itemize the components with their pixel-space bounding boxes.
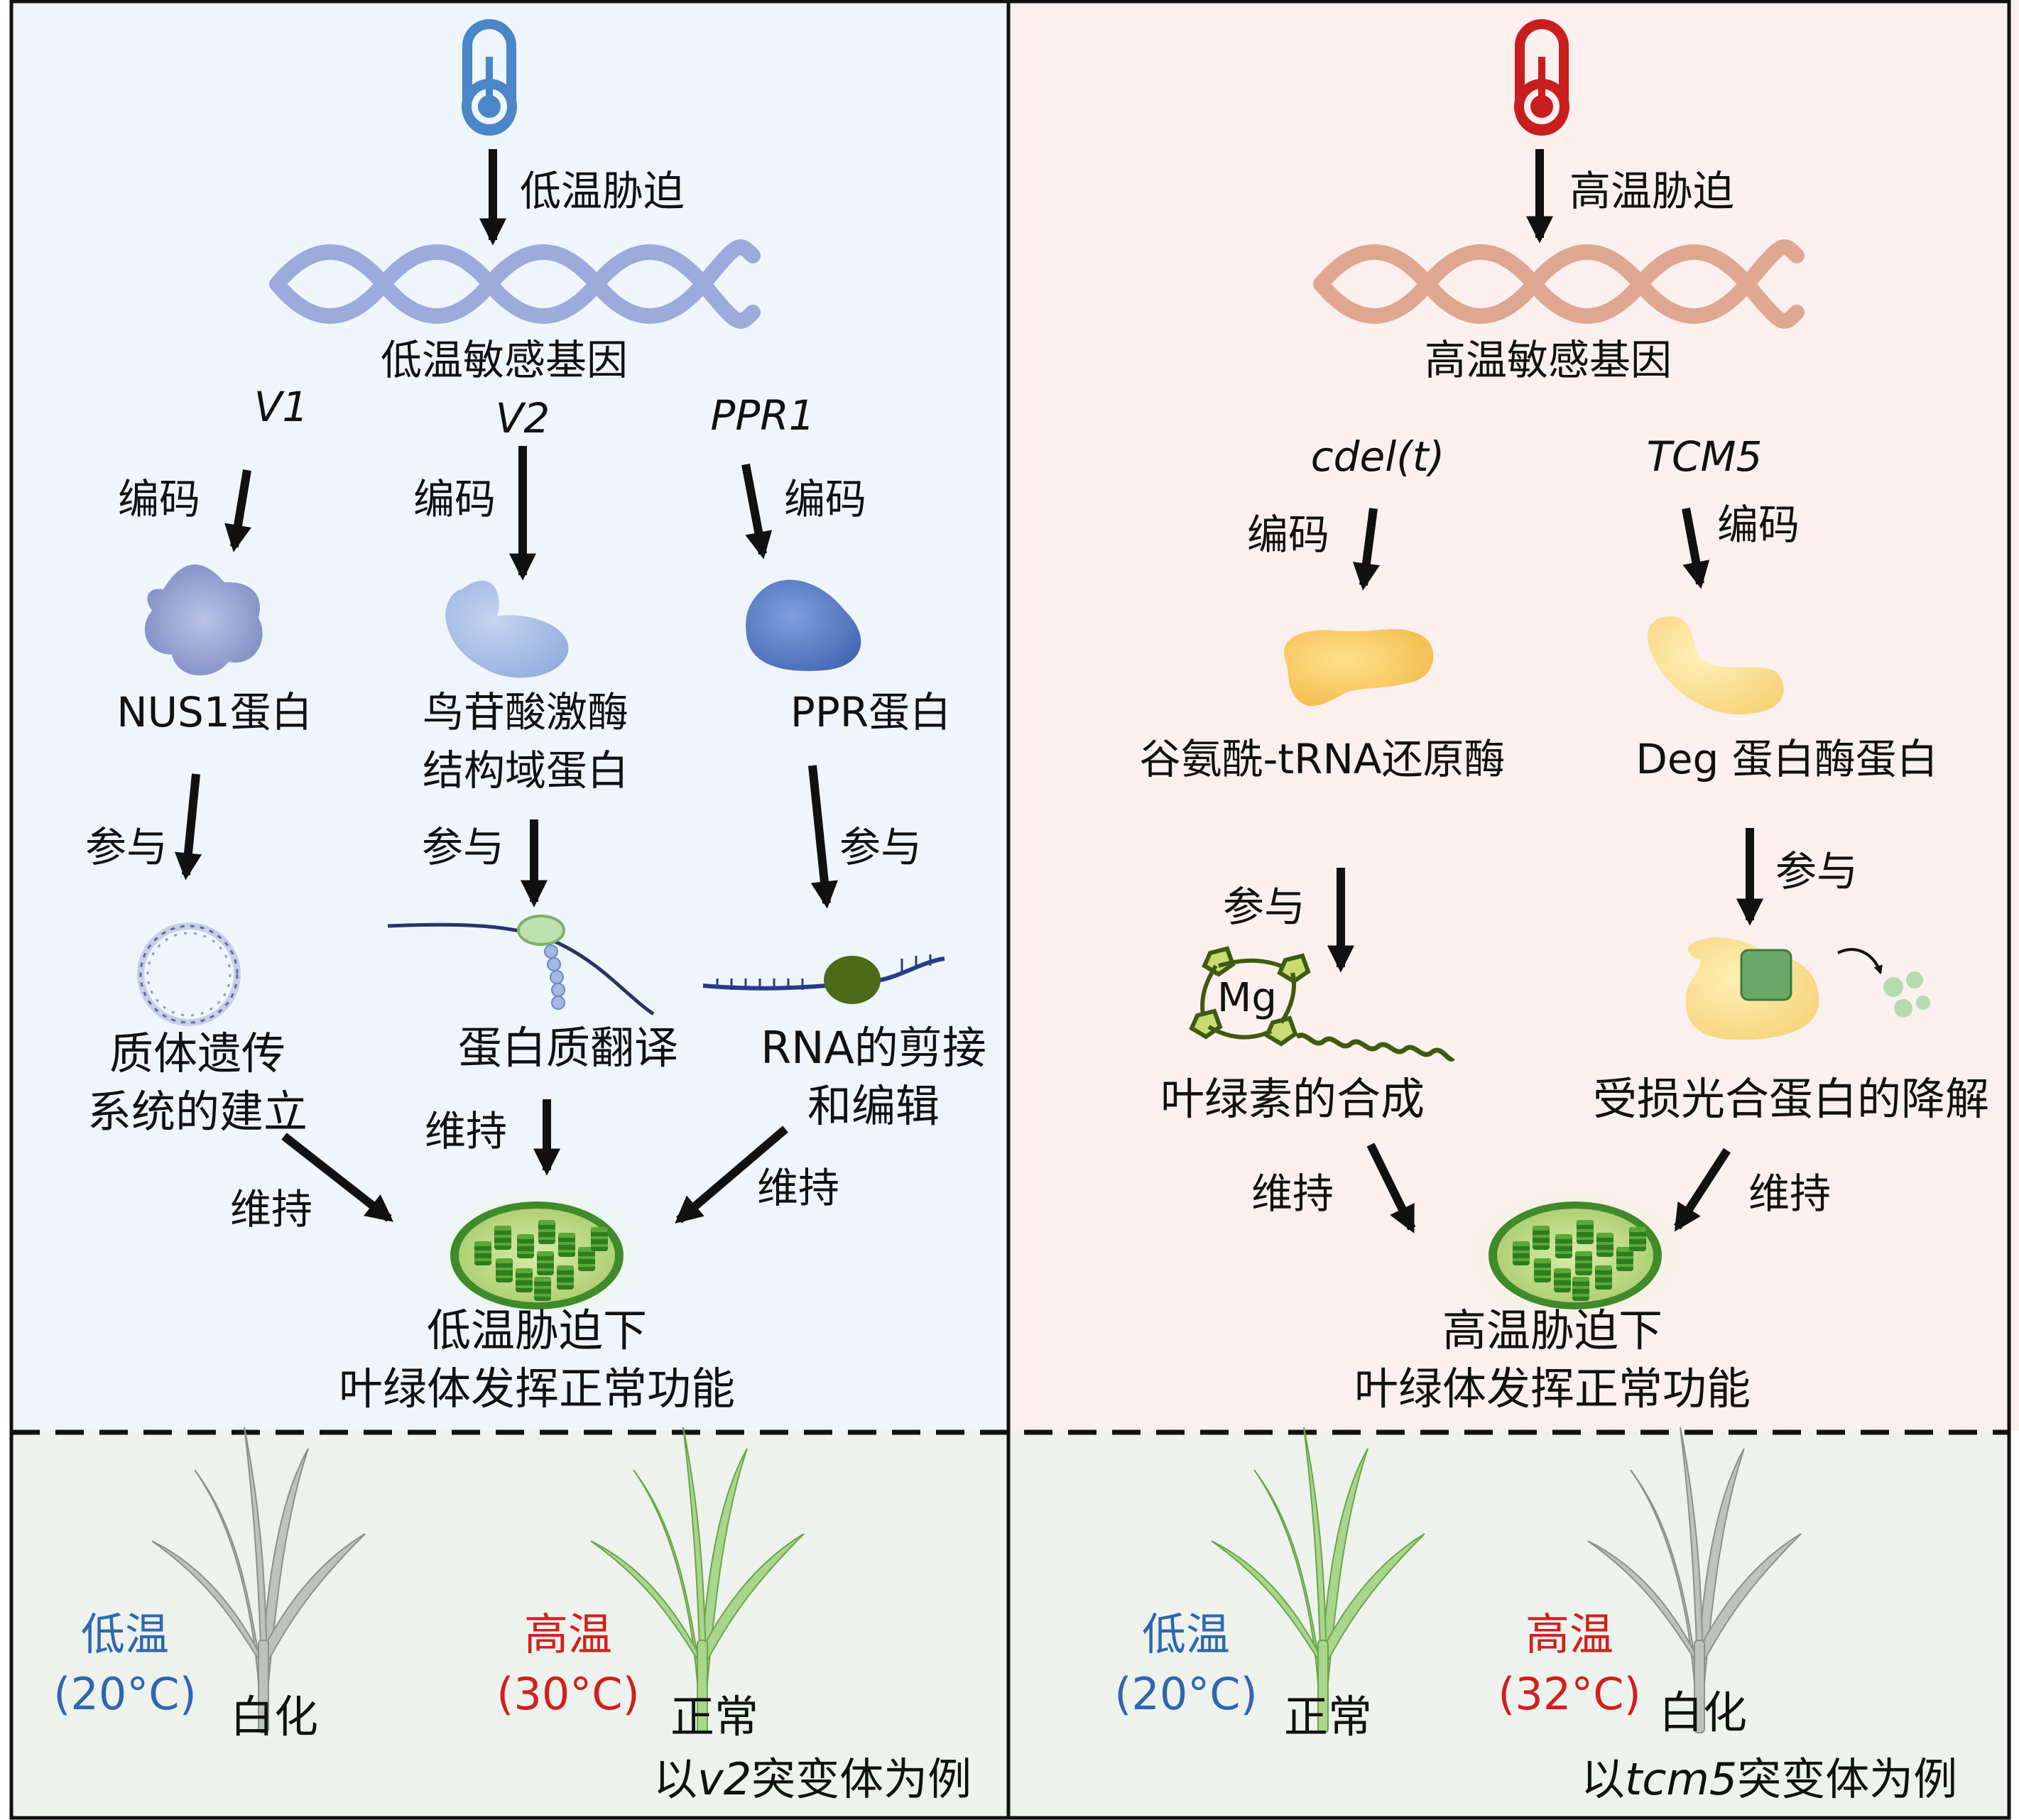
left-maintain-label-1: 维持	[425, 1107, 508, 1155]
nus1-protein-icon	[144, 565, 263, 676]
glutamyl-reductase-label: 谷氨酰-tRNA还原酶	[1139, 735, 1506, 783]
br-low-temp-value: (20°C)	[1114, 1668, 1258, 1720]
ribosome-translation-icon	[387, 915, 655, 1016]
translation-label: 蛋白质翻译	[457, 1022, 679, 1074]
dna-cold-icon	[269, 239, 761, 329]
br-caption: 以tcm5突变体为例	[1581, 1753, 1958, 1805]
ppr-protein-label: PPR蛋白	[790, 688, 952, 736]
bl-high-phenotype: 正常	[670, 1691, 759, 1743]
gene-cdel-label: cdel(t)	[1310, 432, 1445, 481]
right-encode-label-2: 编码	[1717, 501, 1800, 549]
br-high-temp-label: 高温	[1525, 1608, 1614, 1660]
bl-high-temp-value: (30°C)	[496, 1668, 640, 1720]
left-maintain-label-3: 维持	[757, 1164, 840, 1212]
flow-arrows-right	[1327, 149, 1764, 1233]
left-stress-label: 低温胁迫	[520, 167, 685, 215]
v2-protein-label-1: 鸟苷酸激酶	[422, 688, 629, 736]
gene-tcm5-label: TCM5	[1646, 432, 1763, 481]
br-low-temp-label: 低温	[1141, 1608, 1231, 1660]
left-participate-label-3: 参与	[839, 823, 923, 871]
bl-high-temp-label: 高温	[523, 1608, 613, 1660]
right-stress-label: 高温胁迫	[1569, 167, 1735, 215]
left-result-label-1: 低温胁迫下	[426, 1304, 648, 1356]
deg-protease-icon	[1648, 616, 1784, 715]
ppr-protein-icon	[746, 579, 861, 671]
rna-splicing-icon	[702, 954, 945, 1004]
left-gene-group-label: 低温敏感基因	[380, 336, 628, 384]
left-maintain-label-2: 维持	[230, 1185, 313, 1233]
thermometer-cold-icon	[462, 19, 517, 136]
right-result-label-2: 叶绿体发挥正常功能	[1354, 1363, 1751, 1415]
left-encode-label-3: 编码	[784, 475, 867, 523]
nus1-protein-label: NUS1蛋白	[116, 688, 312, 736]
bl-low-temp-value: (20°C)	[53, 1668, 197, 1720]
bl-low-phenotype: 白化	[230, 1691, 319, 1743]
right-gene-group-label: 高温敏感基因	[1424, 336, 1672, 384]
plastid-genome-label-1: 质体遗传	[109, 1028, 286, 1079]
degradation-label: 受损光合蛋白的降解	[1592, 1073, 1990, 1125]
right-result-label-1: 高温胁迫下	[1442, 1304, 1663, 1356]
br-high-phenotype: 白化	[1659, 1687, 1748, 1738]
plastid-genome-label-2: 系统的建立	[87, 1086, 308, 1138]
flow-arrows-left	[174, 149, 838, 1224]
right-participate-label-2: 参与	[1775, 847, 1859, 895]
right-maintain-label-1: 维持	[1251, 1170, 1334, 1218]
gene-v2-label: V2	[495, 394, 550, 442]
v2-protein-icon	[445, 580, 569, 678]
chlorophyll-mg-icon	[1189, 946, 1455, 1062]
bl-low-temp-label: 低温	[80, 1608, 170, 1660]
chlorophyll-label: 叶绿素的合成	[1160, 1073, 1425, 1125]
br-low-phenotype: 正常	[1284, 1691, 1373, 1743]
rna-splicing-label-2: 和编辑	[807, 1080, 940, 1132]
plastid-genome-icon	[137, 922, 241, 1026]
left-participate-label-2: 参与	[422, 823, 505, 871]
protein-degradation-icon	[1685, 937, 1930, 1040]
br-high-temp-value: (32°C)	[1498, 1668, 1641, 1720]
mg-label: Mg	[1217, 975, 1277, 1021]
v2-protein-label-2: 结构域蛋白	[422, 746, 629, 795]
right-encode-label-1: 编码	[1247, 511, 1330, 559]
left-result-label-2: 叶绿体发挥正常功能	[338, 1363, 736, 1415]
bl-caption: 以v2突变体为例	[653, 1753, 972, 1805]
right-maintain-label-2: 维持	[1748, 1170, 1832, 1218]
glutamyl-reductase-icon	[1284, 628, 1434, 707]
deg-protease-label: Deg 蛋白酶蛋白	[1636, 735, 1938, 783]
gene-v1-label: V1	[254, 383, 309, 431]
left-encode-label-2: 编码	[413, 475, 496, 523]
dna-heat-icon	[1313, 239, 1805, 329]
gene-ppr1-label: PPR1	[710, 391, 815, 440]
rna-splicing-label-1: RNA的剪接	[761, 1022, 986, 1074]
left-encode-label-1: 编码	[118, 475, 201, 523]
thermometer-hot-icon	[1514, 19, 1569, 136]
right-participate-label-1: 参与	[1223, 883, 1306, 931]
left-participate-label-1: 参与	[85, 823, 168, 871]
